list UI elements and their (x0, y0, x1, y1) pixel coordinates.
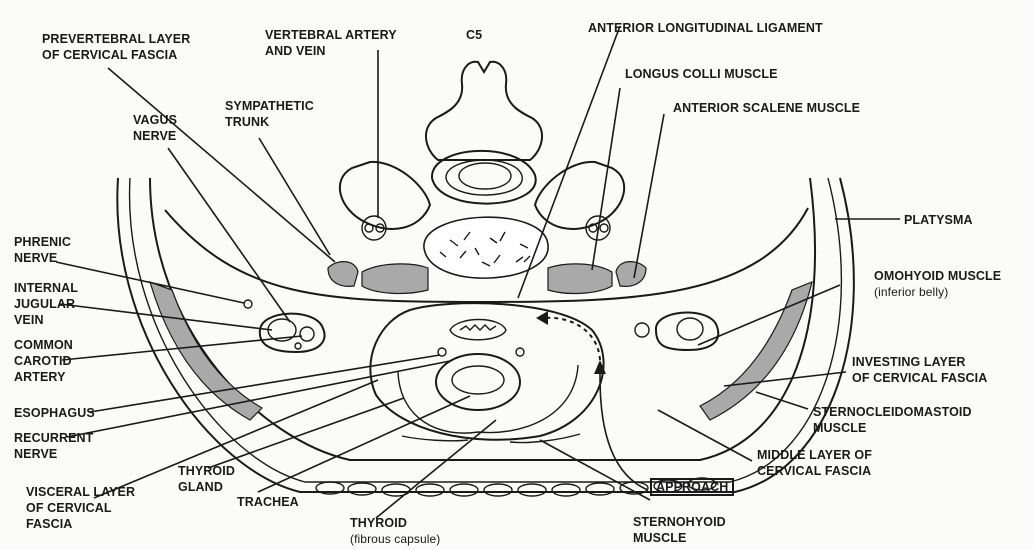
label-line: MUSCLE (633, 530, 726, 546)
left-transverse-process (340, 162, 430, 229)
label-sternohyoid-muscle: STERNOHYOID MUSCLE (633, 514, 726, 546)
label-line: (inferior belly) (874, 284, 1001, 300)
label-line: CAROTID (14, 353, 73, 369)
left-common-carotid (300, 327, 314, 341)
label-vagus-nerve: VAGUS NERVE (133, 112, 177, 144)
approach-arrow-path (600, 372, 648, 490)
right-common-carotid (635, 323, 649, 337)
label-line: GLAND (178, 479, 235, 495)
left-carotid-sheath (260, 314, 325, 352)
label-middle-layer: MIDDLE LAYER OF CERVICAL FASCIA (757, 447, 872, 479)
esophagus-lumen (460, 325, 496, 330)
label-line: INTERNAL (14, 280, 78, 296)
label-phrenic-nerve: PHRENIC NERVE (14, 234, 71, 266)
label-longus-colli: LONGUS COLLI MUSCLE (625, 66, 778, 82)
trachea-lumen (452, 366, 504, 394)
label-line: NERVE (133, 128, 177, 144)
visceral-fascia (370, 303, 603, 440)
label-line: OF CERVICAL FASCIA (852, 370, 987, 386)
label-approach: APPROACH (650, 479, 734, 495)
approach-dotted-arrow (545, 318, 600, 360)
label-omohyoid-muscle: OMOHYOID MUSCLE (inferior belly) (874, 268, 1001, 300)
label-line: OF CERVICAL (26, 500, 135, 516)
c5-spinous-process (426, 62, 542, 160)
right-longus-colli (548, 264, 612, 294)
label-recurrent-nerve: RECURRENT NERVE (14, 430, 93, 462)
label-c5: C5 (466, 27, 482, 43)
label-internal-jugular-vein: INTERNAL JUGULAR VEIN (14, 280, 78, 328)
label-line: VEIN (14, 312, 78, 328)
label-line: RECURRENT (14, 430, 93, 446)
label-line: VERTEBRAL ARTERY (265, 27, 397, 43)
approach-box: APPROACH (650, 478, 734, 496)
left-anterior-scalene (328, 262, 358, 287)
trachea-outer (436, 354, 520, 410)
phrenic-nerve-dot (244, 300, 252, 308)
label-investing-layer: INVESTING LAYER OF CERVICAL FASCIA (852, 354, 987, 386)
label-trachea: TRACHEA (237, 494, 299, 510)
label-sternocleidomastoid: STERNOCLEIDOMASTOID MUSCLE (813, 404, 972, 436)
label-line: MIDDLE LAYER OF (757, 447, 872, 463)
label-visceral-layer: VISCERAL LAYER OF CERVICAL FASCIA (26, 484, 135, 532)
thyroid-gland (398, 365, 578, 433)
label-esophagus: ESOPHAGUS (14, 405, 95, 421)
right-recurrent-nerve (516, 348, 524, 356)
label-prevertebral-layer: PREVERTEBRAL LAYER OF CERVICAL FASCIA (42, 31, 190, 63)
label-line: PREVERTEBRAL LAYER (42, 31, 190, 47)
label-platysma: PLATYSMA (904, 212, 973, 228)
left-longus-colli (362, 264, 428, 294)
label-thyroid-capsule: THYROID (fibrous capsule) (350, 515, 440, 547)
spinal-cord (459, 163, 511, 189)
label-line: INVESTING LAYER (852, 354, 987, 370)
label-anterior-scalene: ANTERIOR SCALENE MUSCLE (673, 100, 860, 116)
label-common-carotid-artery: COMMON CAROTID ARTERY (14, 337, 73, 385)
label-line: PHRENIC (14, 234, 71, 250)
label-line: (fibrous capsule) (350, 531, 440, 547)
label-line: FASCIA (26, 516, 135, 532)
label-line: ARTERY (14, 369, 73, 385)
right-scm-muscle (700, 282, 812, 420)
label-anterior-longitudinal-ligament: ANTERIOR LONGITUDINAL LIGAMENT (588, 20, 823, 36)
label-line: STERNOCLEIDOMASTOID (813, 404, 972, 420)
label-line: NERVE (14, 446, 93, 462)
label-line: VAGUS (133, 112, 177, 128)
esophagus (450, 320, 506, 340)
label-line: NERVE (14, 250, 71, 266)
label-line: THYROID (178, 463, 235, 479)
label-sympathetic-trunk: SYMPATHETIC TRUNK (225, 98, 314, 130)
label-line: CERVICAL FASCIA (757, 463, 872, 479)
label-line: THYROID (350, 515, 440, 531)
label-line: TRUNK (225, 114, 314, 130)
label-line: OF CERVICAL FASCIA (42, 47, 190, 63)
label-line: VISCERAL LAYER (26, 484, 135, 500)
label-line: AND VEIN (265, 43, 397, 59)
label-line: SYMPATHETIC (225, 98, 314, 114)
left-vagus (295, 343, 301, 349)
label-line: COMMON (14, 337, 73, 353)
right-internal-jugular (677, 318, 703, 340)
label-line: OMOHYOID MUSCLE (874, 268, 1001, 284)
label-thyroid-gland: THYROID GLAND (178, 463, 235, 495)
label-line: MUSCLE (813, 420, 972, 436)
right-anterior-scalene (616, 262, 646, 287)
label-vertebral-artery: VERTEBRAL ARTERY AND VEIN (265, 27, 397, 59)
approach-dotted-arrow-head (536, 311, 548, 325)
label-line: STERNOHYOID (633, 514, 726, 530)
label-line: JUGULAR (14, 296, 78, 312)
